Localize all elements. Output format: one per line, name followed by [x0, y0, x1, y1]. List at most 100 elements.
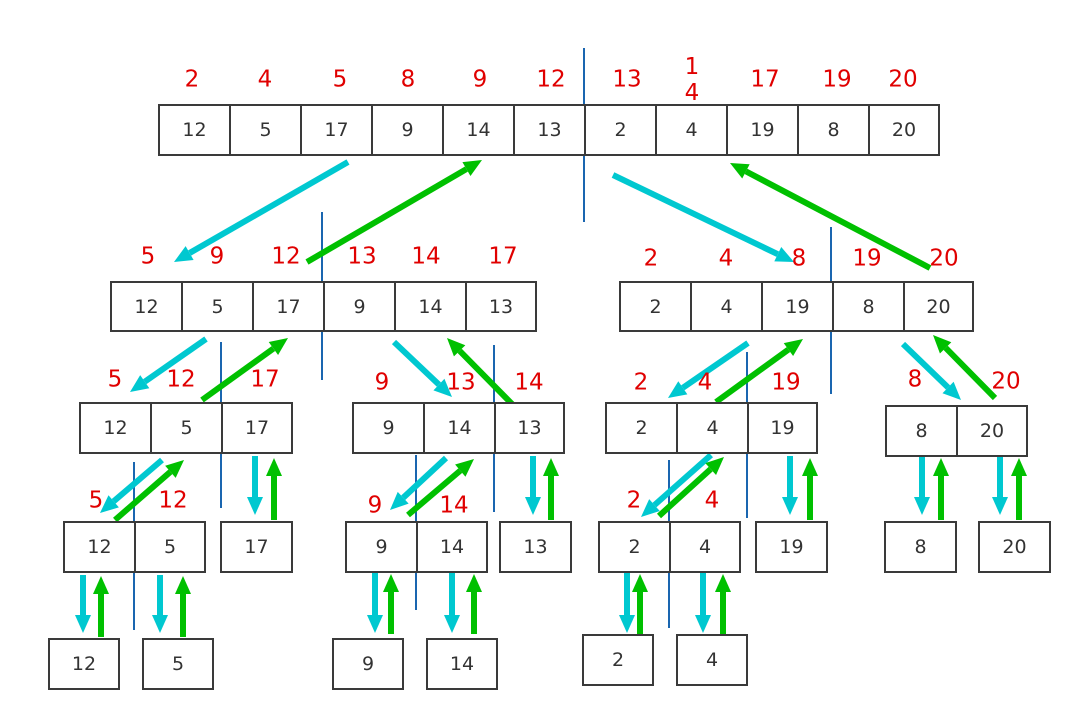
array-cell: 9 [323, 281, 396, 332]
sorted-label: 2 [184, 66, 200, 93]
array-cell: 14 [442, 104, 515, 156]
sorted-label: 4 [257, 66, 273, 93]
array-cell: 13 [494, 402, 565, 454]
sorted-label: 17 [250, 366, 280, 393]
sorted-label: 14 [514, 369, 544, 396]
merge-arrow [175, 576, 191, 637]
split-arrow [444, 572, 460, 633]
merge-arrow [632, 574, 648, 634]
sorted-label: 12 [158, 487, 188, 514]
array-cell: 19 [761, 281, 834, 332]
array-cell: 20 [903, 281, 974, 332]
array-cell: 8 [885, 405, 958, 457]
leaf-cell: 4 [676, 634, 748, 686]
array-cell: 17 [300, 104, 373, 156]
split-arrow [391, 339, 452, 397]
sorted-label: 5 [140, 243, 156, 270]
merge-arrow [933, 335, 998, 401]
sorted-label: 5 [332, 66, 348, 93]
array-cell: 8 [884, 521, 957, 573]
array-cell: 5 [229, 104, 302, 156]
split-arrow [152, 575, 168, 633]
leaf-cell: 9 [332, 638, 404, 690]
merge-arrow [466, 574, 482, 634]
array-cell: 12 [110, 281, 183, 332]
array-cell: 2 [598, 521, 671, 573]
sorted-label: 17 [750, 66, 780, 93]
array-cell: 17 [220, 521, 293, 573]
sorted-label: 12 [536, 66, 566, 93]
split-arrow [75, 575, 91, 633]
sorted-label: 20 [888, 66, 918, 93]
leaf-cell: 2 [582, 634, 654, 686]
sorted-label: 9 [367, 492, 383, 519]
array-cell: 9 [345, 521, 418, 573]
array-cell: 13 [513, 104, 586, 156]
sorted-label: 4 [697, 369, 713, 396]
array-cell: 5 [134, 521, 206, 573]
array-cell: 8 [832, 281, 905, 332]
split-arrow [782, 456, 798, 515]
merge-arrow [543, 458, 559, 520]
split-arrow [695, 572, 711, 633]
split-arrow [914, 456, 930, 515]
sorted-label: 4 [704, 487, 720, 514]
array-cell: 12 [158, 104, 231, 156]
split-arrow [100, 457, 164, 513]
sorted-label: 20 [929, 245, 959, 272]
split-arrow [525, 456, 541, 515]
array-cell: 2 [619, 281, 692, 332]
array-cell: 4 [690, 281, 763, 332]
split-arrow [367, 572, 383, 633]
array-cell: 5 [181, 281, 254, 332]
sorted-label: 8 [791, 245, 807, 272]
sorted-label: 9 [472, 66, 488, 93]
merge-arrow [305, 160, 482, 265]
array-cell: 19 [755, 521, 828, 573]
array-cell: 2 [605, 402, 678, 454]
array-cell: 5 [150, 402, 223, 454]
array-cell: 2 [584, 104, 657, 156]
sorted-label: 5 [88, 487, 104, 514]
array-cell: 12 [79, 402, 152, 454]
array-cell: 13 [499, 521, 572, 573]
sorted-label-digit: 1 [684, 54, 700, 80]
split-arrow [390, 455, 449, 510]
array-cell: 20 [978, 521, 1051, 573]
leaf-cell: 14 [426, 638, 498, 690]
merge-arrow [730, 163, 932, 271]
array-cell: 9 [371, 104, 444, 156]
sorted-label-digit: 4 [684, 80, 700, 106]
sorted-label: 1 4 [685, 54, 700, 106]
array-cell: 17 [252, 281, 325, 332]
split-arrow [174, 159, 350, 262]
sorted-label: 19 [771, 369, 801, 396]
split-arrow [247, 456, 263, 515]
merge-arrow [933, 458, 949, 520]
array-cell: 14 [416, 521, 488, 573]
sorted-label: 17 [488, 243, 518, 270]
array-cell: 4 [655, 104, 728, 156]
array-cell: 12 [63, 521, 136, 573]
leaf-cell: 5 [142, 638, 214, 690]
sorted-label: 8 [907, 366, 923, 393]
sorted-label: 4 [718, 245, 734, 272]
sorted-label: 9 [209, 243, 225, 270]
sorted-label: 19 [822, 66, 852, 93]
split-arrow [641, 452, 713, 517]
merge-arrow [1011, 458, 1027, 520]
sorted-label: 12 [166, 366, 196, 393]
array-cell: 19 [747, 402, 818, 454]
sorted-label: 2 [626, 487, 642, 514]
split-arrow [992, 456, 1008, 515]
array-cell: 20 [956, 405, 1028, 457]
array-cell: 14 [394, 281, 467, 332]
array-cell: 19 [726, 104, 799, 156]
sorted-label: 2 [633, 369, 649, 396]
merge-arrow [93, 576, 109, 637]
merge-arrow [715, 574, 731, 634]
merge-arrow [266, 458, 282, 520]
sorted-label: 9 [374, 369, 390, 396]
sorted-label: 13 [347, 243, 377, 270]
